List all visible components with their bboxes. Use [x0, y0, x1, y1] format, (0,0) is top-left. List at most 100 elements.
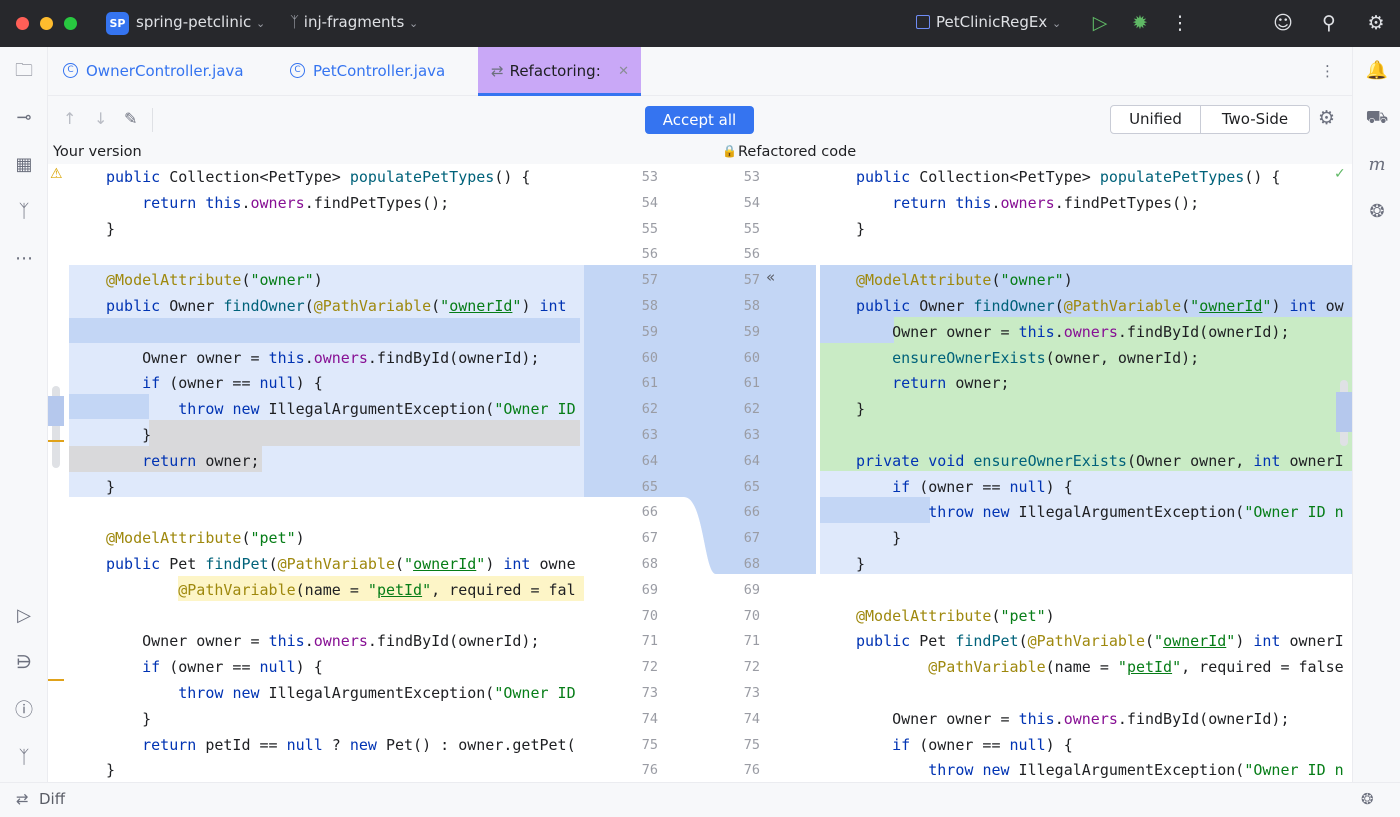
conflict-marker [48, 440, 64, 442]
project-selector[interactable]: spring-petclinic ⌄ [136, 13, 265, 31]
apply-change-icon[interactable]: « [766, 268, 776, 286]
diff-settings-icon[interactable]: ⚙ [1318, 107, 1336, 129]
tab-label: Refactoring: [509, 62, 601, 80]
code-line: private void ensureOwnerExists(Owner own… [856, 451, 1344, 470]
code-line: throw new IllegalArgumentException("Owne… [178, 684, 576, 702]
conflict-highlight [178, 576, 584, 601]
tab-label: PetController.java [313, 62, 446, 80]
services-icon[interactable]: ▷ [17, 605, 31, 626]
changed-line-highlight [820, 265, 1352, 317]
view-mode-toggle: Unified Two-Side [1110, 105, 1310, 134]
edit-icon[interactable]: ✎ [124, 109, 138, 128]
line-number: 64 [743, 452, 760, 469]
line-number: 71 [641, 633, 658, 650]
your-version-caption: Your version [53, 144, 142, 160]
line-number: 65 [743, 478, 760, 495]
unified-view-button[interactable]: Unified [1111, 106, 1201, 133]
left-gutter [48, 164, 69, 782]
close-tab-icon[interactable]: ✕ [618, 64, 629, 79]
code-line: return owner; [892, 374, 1010, 393]
debug-icon[interactable]: ✹ [1132, 12, 1148, 34]
line-number: 54 [641, 194, 658, 211]
warning-icon: ⚠ [50, 166, 63, 182]
line-number: 58 [743, 298, 760, 314]
left-code-pane[interactable]: ⚠ public Collection<PetType> populatePet… [48, 164, 584, 782]
line-number: 56 [641, 246, 658, 263]
code-line: if (owner == null) { [892, 477, 1073, 496]
tab-options-icon[interactable]: ⋮ [1320, 62, 1335, 80]
minimize-window-button[interactable] [40, 17, 53, 30]
code-line: return owner; [142, 451, 260, 470]
run-config-selector[interactable]: PetClinicRegEx ⌄ [916, 13, 1061, 31]
code-line: public Collection<PetType> populatePetTy… [106, 168, 531, 186]
two-side-view-button[interactable]: Two-Side [1221, 110, 1289, 128]
code-line: } [106, 477, 116, 496]
problems-icon[interactable]: ⓘ [15, 700, 33, 721]
scrollbar-thumb[interactable] [52, 386, 60, 468]
line-number: 67 [641, 530, 658, 547]
added-block [820, 317, 1352, 471]
line-number: 68 [641, 556, 658, 572]
changed-line-highlight [820, 317, 894, 343]
code-line: throw new IllegalArgumentException("Owne… [178, 400, 576, 419]
conflict-marker [48, 679, 64, 681]
git-icon[interactable]: ᛉ [18, 747, 30, 768]
add-user-icon[interactable]: ☺ [1273, 12, 1293, 34]
code-line: throw new IllegalArgumentException("Owne… [928, 503, 1344, 522]
line-number: 62 [641, 401, 658, 418]
notifications-icon[interactable]: 🔔 [1365, 60, 1389, 81]
code-line: } [106, 761, 116, 780]
code-line: public Owner findOwner(@PathVariable("ow… [856, 297, 1344, 315]
line-number: 59 [641, 323, 658, 340]
class-icon: C [63, 62, 78, 78]
diff-icon: ⇄ [491, 62, 504, 80]
next-change-icon[interactable]: ↓ [94, 109, 108, 128]
right-code-pane[interactable]: ✓ public Collection<PetType> populatePet… [816, 164, 1352, 782]
more-actions-icon[interactable]: ⋮ [1170, 12, 1190, 34]
zoom-window-button[interactable] [64, 17, 77, 30]
ai-status-icon[interactable]: ❂ [1361, 790, 1374, 808]
more-tools-icon[interactable]: ⋯ [15, 248, 33, 269]
close-window-button[interactable] [16, 17, 29, 30]
line-number: 69 [743, 581, 760, 598]
line-number: 65 [641, 478, 658, 495]
commit-icon[interactable]: ⊸ [16, 107, 32, 128]
line-number: 73 [743, 685, 760, 701]
right-tool-strip: 🔔 ⛟ m ❂ [1352, 47, 1400, 782]
run-icon[interactable]: ▷ [1092, 12, 1108, 34]
line-number: 68 [743, 556, 760, 572]
run-config-icon [916, 15, 930, 29]
code-line: public Owner findOwner(@PathVariable("ow… [106, 297, 567, 315]
left-tool-strip: 🗀 ⊸ ▦ ᛉ ⋯ ▷ ⋻ ⓘ ᛉ [0, 47, 48, 782]
ai-assistant-icon[interactable]: ❂ [1369, 201, 1385, 222]
accept-all-button[interactable]: Accept all [645, 106, 754, 134]
structure-icon[interactable]: ▦ [15, 154, 33, 175]
line-number: 56 [743, 246, 760, 263]
line-number: 69 [641, 581, 658, 598]
pull-requests-icon[interactable]: ᛉ [18, 201, 30, 222]
project-name: spring-petclinic [136, 13, 252, 31]
changed-line-highlight [820, 497, 930, 523]
previous-change-icon[interactable]: ↑ [63, 109, 77, 128]
line-number: 67 [743, 530, 760, 547]
maven-icon[interactable]: m [1368, 154, 1386, 175]
project-folder-icon[interactable]: 🗀 [15, 60, 33, 81]
toolbar-divider [152, 108, 153, 132]
line-number: 55 [743, 220, 760, 237]
terminal-icon[interactable]: ⋻ [16, 652, 32, 673]
run-config-name: PetClinicRegEx [936, 13, 1048, 31]
line-number: 71 [743, 633, 760, 650]
tab-refactoring[interactable]: ⇄ Refactoring: ✕ [478, 47, 641, 96]
database-icon[interactable]: ⛟ [1365, 107, 1389, 128]
lock-icon: 🔒 [722, 144, 737, 158]
search-icon[interactable]: ⚲ [1322, 12, 1336, 34]
settings-icon[interactable]: ⚙ [1367, 12, 1385, 34]
chevron-down-icon: ⌄ [256, 17, 266, 30]
diff-toolbar: ↑ ↓ ✎ Accept all Unified Two-Side ⚙ [48, 96, 1352, 144]
line-number: 72 [743, 659, 760, 676]
diff-status-label[interactable]: Diff [39, 790, 66, 808]
branch-selector[interactable]: ᛉ inj-fragments ⌄ [290, 13, 418, 31]
